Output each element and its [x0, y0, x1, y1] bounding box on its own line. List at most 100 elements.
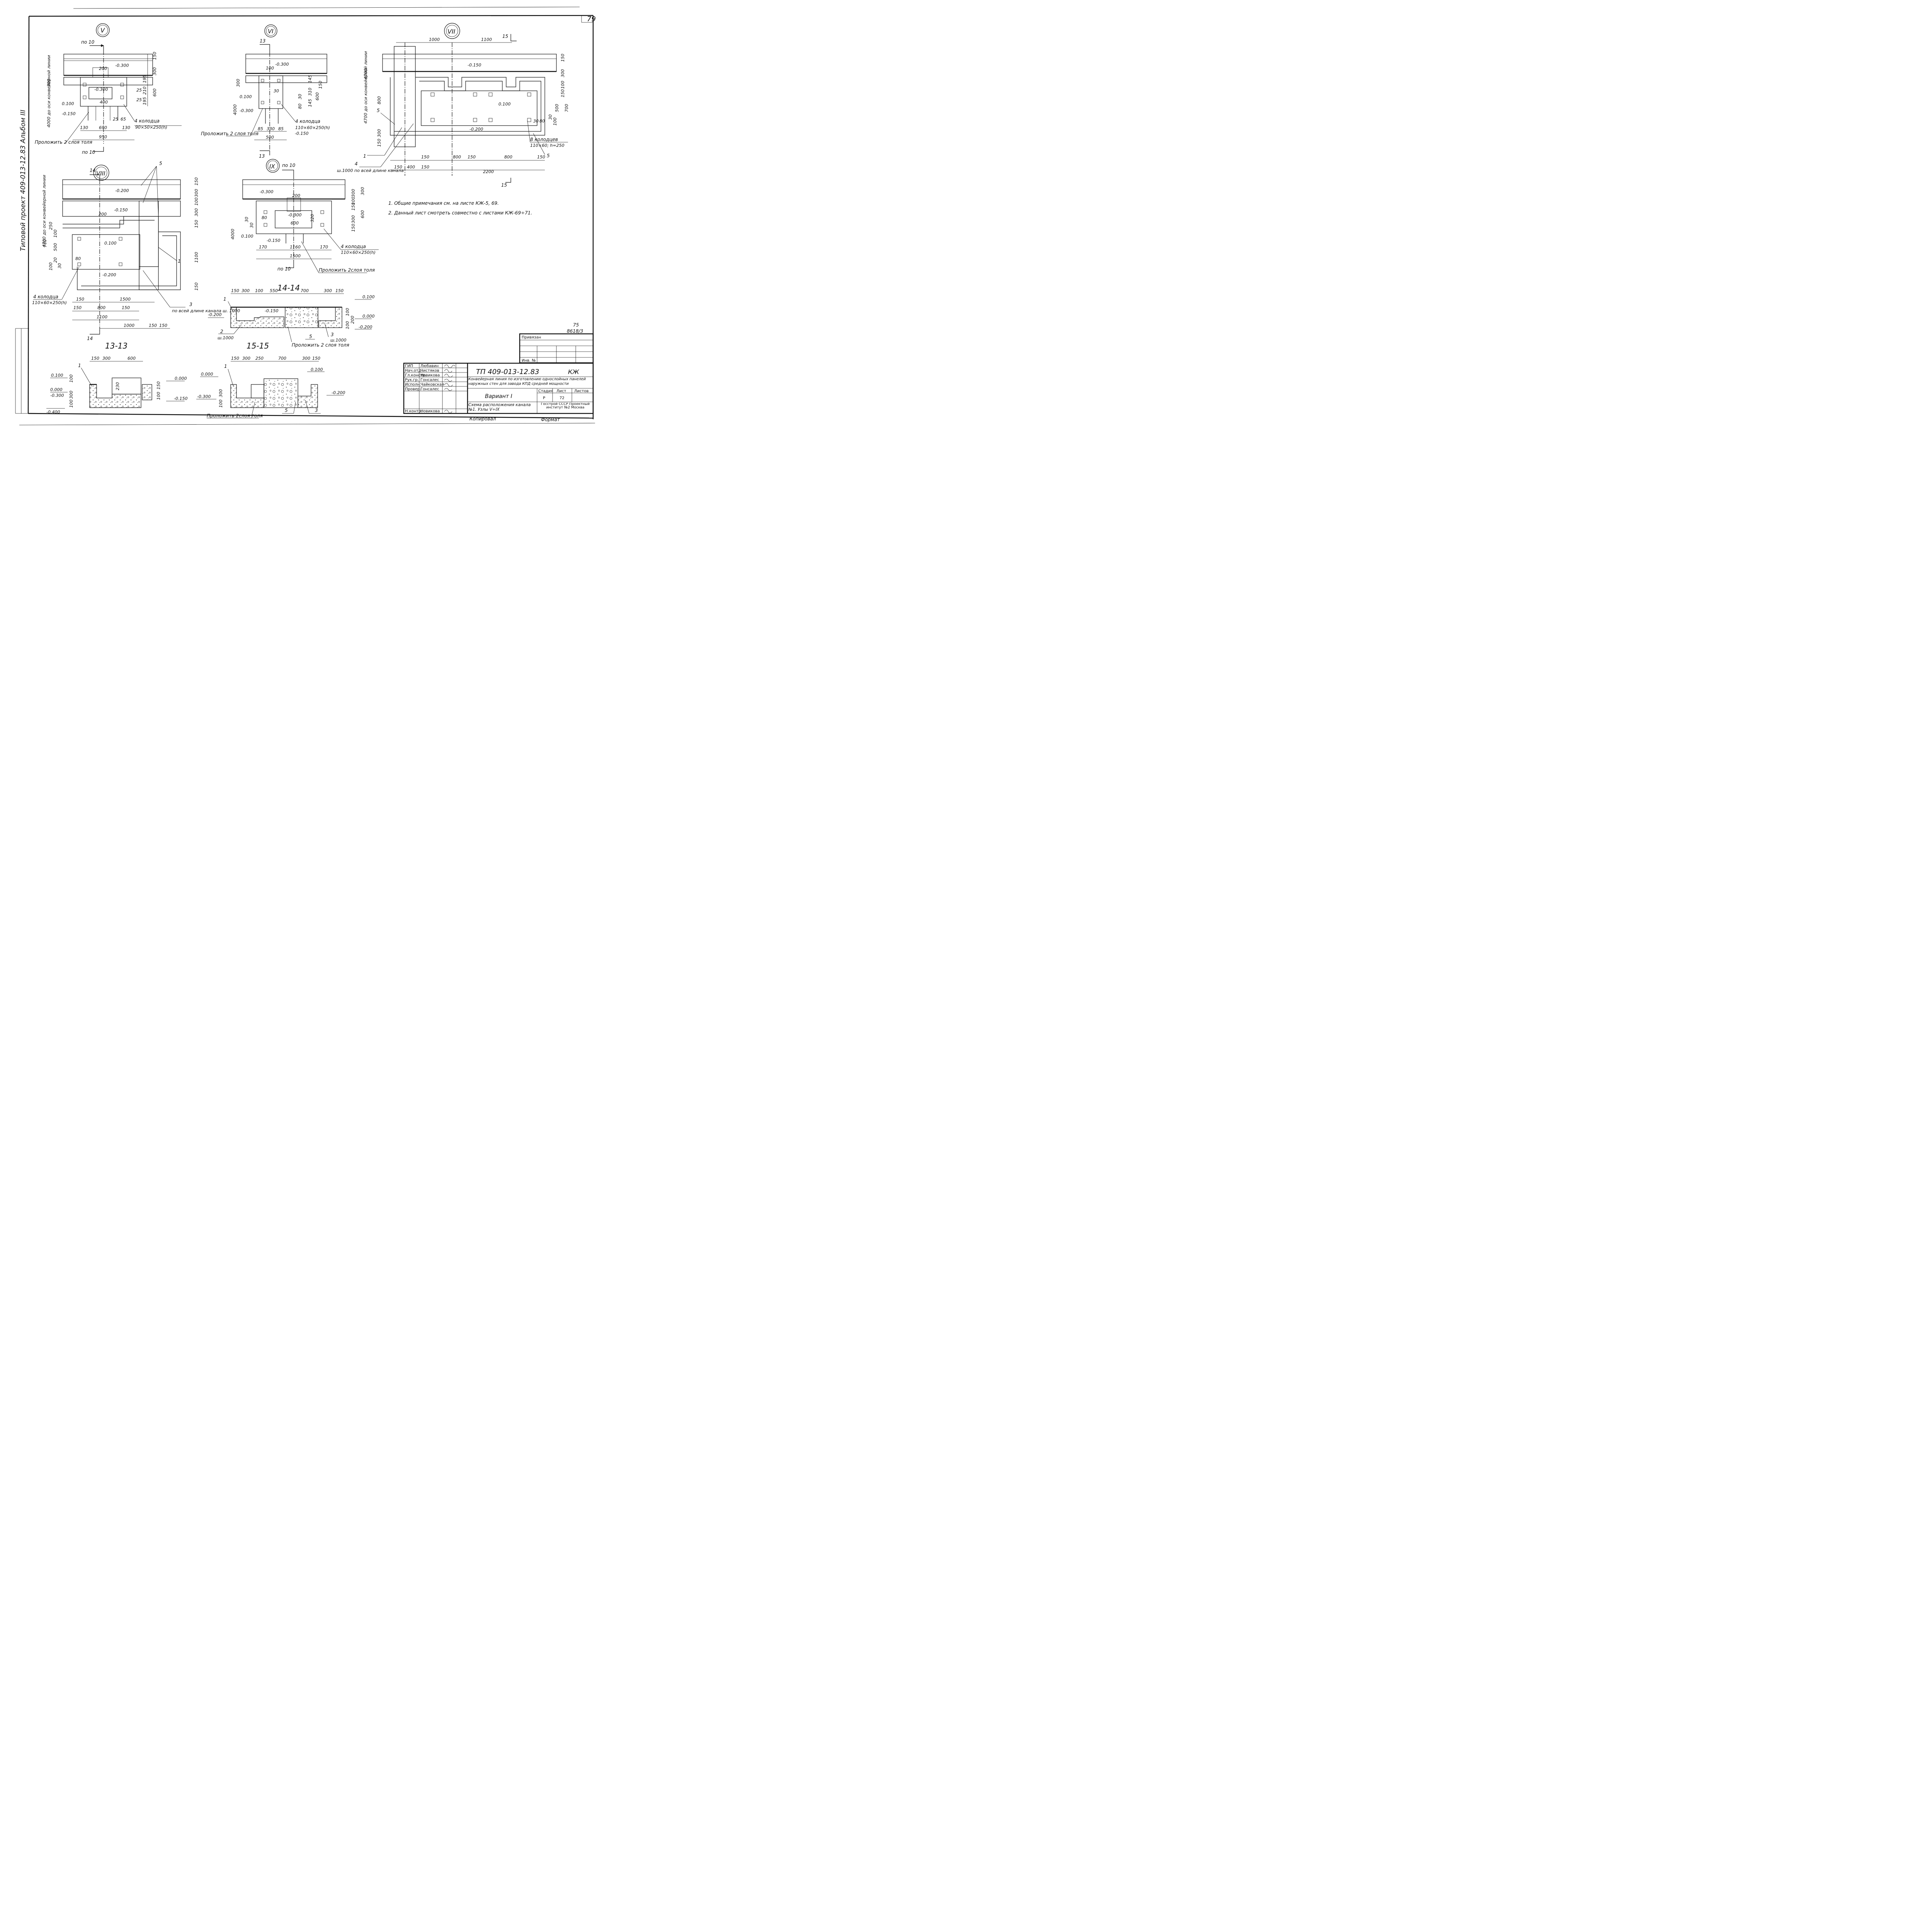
node-VIII-dim-1100-r: 1100	[194, 252, 199, 263]
tb-drawing-title: Схема расположения канала №1. Узлы V÷IX	[468, 403, 531, 412]
section-15-15: 15-15 150 300 250 700 300 150 0.000 -0.3…	[196, 341, 345, 418]
tb-sheet: 72	[560, 396, 565, 400]
node-V-dim-25c: 25	[136, 97, 142, 102]
s1414-dim-2: 300	[242, 288, 250, 293]
node-VII-dim-150-l: 150	[377, 139, 382, 147]
node-VIII-dim-1500: 1500	[120, 297, 131, 302]
tb-sheet-label: Лист	[556, 389, 566, 393]
node-VI: VI 13 -0.300 0.100 -0.300 -0.150 100 85 …	[201, 24, 330, 159]
s1515-callout-3: 3	[315, 408, 318, 413]
node-VIII-level-3: 0.100	[104, 241, 117, 246]
node-VI-marker: VI	[268, 28, 274, 35]
s1414-vdim-1: 100	[345, 308, 350, 316]
node-VIII-dim-250: 250	[48, 222, 53, 230]
node-IX-dim-1160: 1160	[290, 245, 301, 250]
s1414-level-2: 0.000	[362, 314, 375, 319]
node-IX-dim-100-r: 100	[351, 197, 356, 205]
node-V-axis-note: 4000 до оси конвейерной линии	[46, 55, 51, 128]
node-V-layer-note: Проложить 2 слоя толя	[35, 139, 92, 145]
node-VIII-well-size: 110×60×250(h)	[32, 300, 67, 305]
s1515-dim-5: 300	[302, 356, 310, 361]
node-VII-callout-5b: 5	[547, 153, 550, 158]
s1313-level-1: 0.100	[51, 373, 63, 378]
node-VI-well-size: 110×60×250(h)	[295, 125, 330, 130]
tb-role-6: Провер.	[405, 387, 421, 391]
node-VII-ref-bottom: 15	[501, 182, 507, 188]
node-VIII-dim-150-r3: 150	[194, 282, 199, 291]
node-VIII-dim-150c: 150	[122, 305, 130, 310]
tb-role-4: Рук.гр.	[405, 378, 419, 382]
node-VIII-callout-5: 5	[159, 161, 162, 166]
note-2: 2. Данный лист смотреть совместно с лист…	[388, 210, 532, 216]
node-V-dim-150: 150	[152, 52, 157, 60]
tb-stage-label: Стадия	[538, 389, 553, 393]
node-V-dim-130a: 130	[80, 125, 88, 130]
node-IX-dim-4000: 4000	[230, 229, 235, 240]
s1414-dim-5: 700	[301, 288, 309, 293]
node-VIII: VIII 14 -0.200 -0.150 0.100 -0.200 200 1…	[32, 161, 240, 341]
sheet-ref-2: 8618/3	[567, 328, 583, 334]
tb-project-title: Конвейерная линия по изготовлению односл…	[468, 377, 586, 386]
node-VII-axis-note: 4700 до оси конвейерной линии	[363, 51, 368, 124]
node-VII-dim-100b: 100	[553, 117, 558, 126]
node-VII-marker: VII	[447, 28, 456, 35]
page-corner: 79	[587, 15, 596, 23]
s1515-dim-1: 150	[231, 356, 239, 361]
node-V-well-note: 4 колодца	[134, 118, 160, 124]
s1414-callout-1: 1	[223, 296, 226, 302]
tb-stage: Р	[543, 396, 545, 400]
s1313-level-6: -0.150	[174, 396, 187, 401]
node-VIII-dim-1100: 1100	[97, 315, 107, 320]
node-VIII-well-note: 4 колодца	[33, 294, 58, 299]
s1414-callout-3: 3	[331, 332, 334, 337]
node-VII-channel-note: ш.1000 по всей длине канала	[337, 168, 404, 173]
node-IX-dim-30a: 30	[244, 217, 249, 222]
s1414-vdim-3: 100	[345, 321, 350, 329]
tb-nkontr-name: Новикова	[420, 409, 440, 413]
node-V-dim-195a: 195	[142, 75, 147, 83]
node-V-dim-200: 200	[99, 66, 107, 71]
node-VI-dim-4000: 4000	[233, 104, 238, 115]
node-IX-level-4: -0.150	[267, 238, 280, 243]
node-VIII-marker: VIII	[96, 170, 105, 177]
node-IX-level-1: -0.300	[260, 189, 273, 194]
s1414-callout-5: 5	[309, 334, 312, 339]
section-14-14: 14-14 150 300 100 550 700 300 150 0.100 …	[208, 283, 375, 348]
node-V-dim-210: 210	[142, 87, 147, 95]
node-V-marker-circle	[96, 23, 110, 37]
node-IX-dim-1500: 1500	[290, 253, 301, 259]
s1313-vdim-3: 100	[69, 400, 74, 408]
node-IX-well-size: 110×60×250(h)	[341, 250, 376, 255]
node-V-dim-600: 600	[152, 88, 157, 97]
node-VI-level-3: -0.300	[240, 108, 253, 113]
node-VI-dim-85a: 85	[258, 126, 263, 131]
node-V: V по 10 -0.300 -0.300 0.100 -0.150 200 4…	[35, 23, 182, 155]
s1515-level-3: 0.100	[311, 367, 323, 372]
tb-name-2: Чистяков	[420, 369, 439, 373]
node-IX-dim-300-r2: 300	[351, 215, 356, 223]
node-VI-dim-300: 300	[236, 79, 241, 87]
node-IX: IX по 10 -0.300 -0.300 0.100 -0.150 200 …	[230, 159, 379, 273]
node-IX-marker: IX	[269, 163, 275, 170]
node-VIII-dim-300-r: 300	[194, 189, 199, 197]
node-VII-dim-150c: 150	[537, 155, 545, 160]
node-VII-dim-150e: 150	[421, 165, 429, 170]
node-VIII-dim-100-r: 100	[194, 197, 199, 206]
node-VII-dim-150a: 150	[421, 155, 429, 160]
s1515-layer-note: Проложить 2слоя толя	[207, 413, 263, 418]
section-13-13-title: 13-13	[105, 341, 128, 350]
node-IX-ref: по 10	[282, 163, 296, 168]
node-V-dim-400: 400	[100, 100, 108, 105]
tb-format: Формат	[541, 417, 560, 422]
node-V-level-4: -0.150	[62, 111, 75, 116]
section-14-14-title: 14-14	[277, 283, 300, 293]
s1515-vdim-1: 300	[218, 389, 223, 397]
node-VI-dim-330: 330	[267, 126, 275, 131]
s1313-dim-3: 600	[128, 356, 136, 361]
node-VII-dim-500: 500	[554, 104, 560, 112]
node-V-dim-300: 300	[152, 67, 157, 75]
tb-code: ТП 409-013-12.83	[476, 368, 539, 376]
node-VI-dim-85b: 85	[278, 126, 284, 131]
node-IX-dim-200: 200	[292, 193, 300, 198]
node-VI-dim-30b: 30	[298, 94, 303, 99]
